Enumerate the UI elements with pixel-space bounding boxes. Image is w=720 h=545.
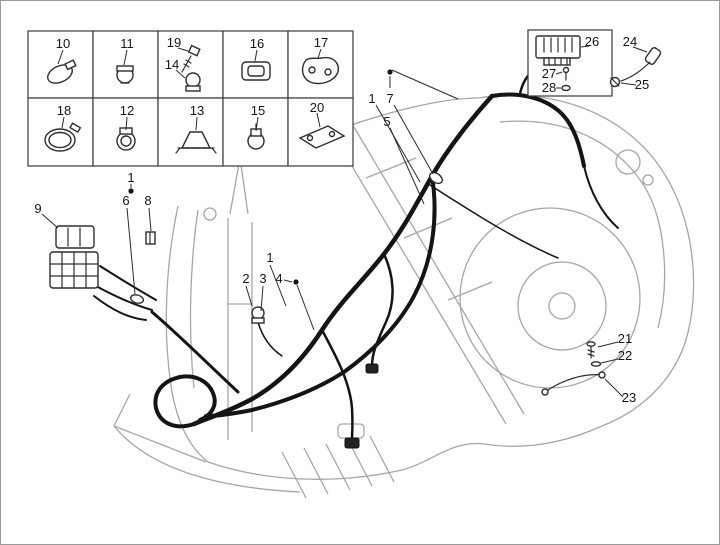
callout-2: 2 — [242, 271, 249, 286]
callout-15: 15 — [251, 103, 265, 118]
part-23-lead-wire — [541, 371, 606, 396]
callout-17: 17 — [314, 35, 328, 50]
part-11-clamp — [116, 65, 134, 84]
clamp-part-6 — [129, 294, 145, 304]
callout-14: 14 — [165, 57, 179, 72]
callout-1-left: 1 — [127, 170, 134, 185]
callout-13: 13 — [190, 103, 204, 118]
parts-grid — [27, 30, 354, 167]
part-25-grommet — [609, 76, 621, 88]
part-28-washer — [561, 84, 571, 92]
callout-27: 27 — [542, 66, 556, 81]
leader-lines — [41, 45, 648, 398]
callout-23: 23 — [622, 390, 636, 405]
callouts: 10 11 19 14 16 17 18 12 13 15 20 9 1 6 8… — [34, 34, 649, 405]
callout-18: 18 — [57, 103, 71, 118]
junction-dot — [128, 188, 134, 194]
callout-21: 21 — [618, 331, 632, 346]
callout-24: 24 — [623, 34, 637, 49]
callout-8: 8 — [144, 193, 151, 208]
junction-dot — [387, 69, 393, 75]
part-19-bolt — [181, 44, 201, 73]
mid-connector — [365, 363, 379, 374]
part-10-clamp — [47, 59, 77, 84]
callout-6: 6 — [122, 193, 129, 208]
part-box-10 — [27, 30, 94, 99]
callout-9: 9 — [34, 201, 41, 216]
callout-25: 25 — [635, 77, 649, 92]
callout-20: 20 — [310, 100, 324, 115]
part-18-ring-clamp — [44, 122, 82, 152]
part-21-bolt — [586, 341, 596, 359]
part-20-plate — [298, 125, 346, 149]
part-17-bracket — [301, 56, 339, 85]
callout-22: 22 — [618, 348, 632, 363]
callout-28: 28 — [542, 80, 556, 95]
junction-dots — [128, 69, 393, 285]
clip-part-2-3 — [251, 306, 265, 320]
callout-1-middle: 1 — [266, 250, 273, 265]
part-16-grommet — [241, 61, 271, 81]
bottom-connector — [344, 437, 360, 449]
callout-3: 3 — [259, 271, 266, 286]
callout-1-top: 1 — [368, 91, 375, 106]
regulator-group — [527, 29, 613, 97]
part-22-washer — [590, 361, 602, 367]
connector-block-9 — [49, 225, 99, 289]
callout-10: 10 — [56, 36, 70, 51]
right-fasteners — [541, 341, 606, 396]
callout-16: 16 — [250, 36, 264, 51]
part-13-saddle-clamp — [175, 131, 217, 154]
callout-7: 7 — [386, 91, 393, 106]
part-27-screw — [562, 66, 570, 81]
callout-12: 12 — [120, 103, 134, 118]
part-26-regulator — [535, 35, 581, 66]
clamp-part-7 — [429, 171, 443, 185]
wiring-harness — [93, 68, 619, 442]
callout-19: 19 — [167, 35, 181, 50]
callout-5: 5 — [383, 114, 390, 129]
callout-11: 11 — [120, 36, 134, 51]
part-14-p-clamp — [185, 72, 201, 92]
callout-26: 26 — [585, 34, 599, 49]
part-box-11 — [92, 30, 159, 99]
part-12-clamp — [116, 127, 136, 151]
part-24-cap — [620, 47, 662, 82]
callout-4: 4 — [275, 271, 282, 286]
junction-dot — [293, 279, 299, 285]
clip-tab — [251, 317, 265, 324]
sensor-group — [609, 47, 662, 88]
